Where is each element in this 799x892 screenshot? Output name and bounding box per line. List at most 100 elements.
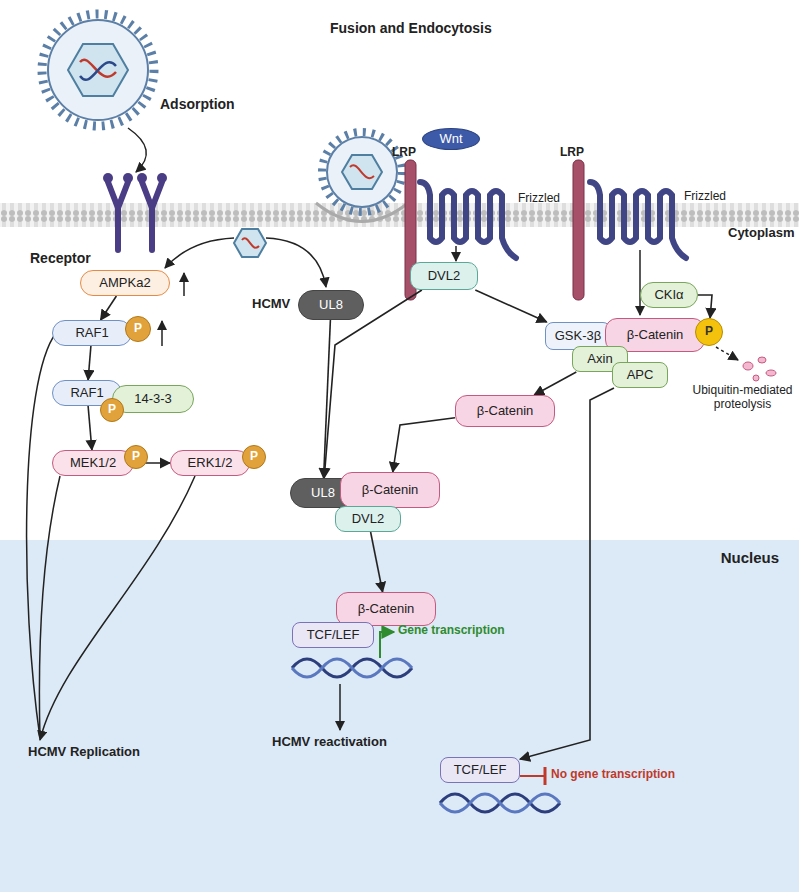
virus-spikes xyxy=(322,132,402,212)
protein-box: MEK1/2 xyxy=(52,450,134,476)
phospho-circle: P xyxy=(242,445,266,469)
frizzled-receptor xyxy=(420,182,516,258)
node-label: Wnt xyxy=(439,132,462,146)
arrow-connector xyxy=(324,320,331,478)
node-label: UL8 xyxy=(311,486,335,500)
node-label: P xyxy=(250,450,258,463)
node-label: TCF/LEF xyxy=(307,628,360,642)
node-label: 14-3-3 xyxy=(134,392,172,406)
text-label: LRP xyxy=(392,146,416,160)
arrow-connector xyxy=(88,406,92,450)
increase-arrow xyxy=(161,321,163,346)
nucleus-band: Nucleus β-CateninTCF/LEF TCF/LEF xyxy=(0,540,799,892)
viral-dna xyxy=(242,238,259,248)
viral-dna xyxy=(80,62,116,79)
viral-protein-box: UL8 xyxy=(298,290,364,320)
protein-box: β-Catenin xyxy=(455,395,555,427)
node-label: RAF1 xyxy=(75,326,108,340)
viral-dna xyxy=(350,165,374,178)
protein-box: 14-3-3 xyxy=(112,385,194,413)
receptor-bead xyxy=(137,173,147,183)
inhibition-bar xyxy=(544,767,547,785)
node-label: P xyxy=(134,322,142,335)
protein-fragment xyxy=(753,375,759,381)
protein-fragment xyxy=(766,370,776,376)
adsorption-arrow xyxy=(128,128,146,172)
transcription-factor-box: TCF/LEF xyxy=(292,622,374,648)
node-label: CKIα xyxy=(654,288,683,302)
node-label: β-Catenin xyxy=(477,404,534,418)
node-label: RAF1 xyxy=(70,386,103,400)
virus-envelope xyxy=(327,137,397,207)
degradation-arrow xyxy=(716,347,738,360)
inhibition-line xyxy=(520,775,545,777)
virus-capsid xyxy=(342,155,382,189)
text-label: Cytoplasm xyxy=(728,226,794,241)
receptor-bead xyxy=(103,173,113,183)
arrow-connector xyxy=(88,346,91,380)
node-label: AMPKa2 xyxy=(99,276,150,290)
protein-fragment xyxy=(758,357,766,363)
text-label: HCMV xyxy=(252,297,290,312)
protein-box: DVL2 xyxy=(410,262,478,290)
text-label: Frizzled xyxy=(684,190,726,204)
virus-envelope xyxy=(48,20,148,120)
arrow-connector xyxy=(475,290,546,322)
phospho-circle: P xyxy=(100,398,124,422)
transcription-factor-box: TCF/LEF xyxy=(440,757,520,783)
protein-box: RAF1 xyxy=(52,320,132,346)
node-label: UL8 xyxy=(319,298,343,312)
text-label: Gene transcription xyxy=(398,624,505,638)
node-label: P xyxy=(705,325,713,338)
protein-fragment xyxy=(743,362,753,370)
signal-arrow xyxy=(639,250,641,315)
text-label: Frizzled xyxy=(518,192,560,206)
node-label: β-Catenin xyxy=(362,483,419,497)
protein-box: β-Catenin xyxy=(336,592,436,626)
protein-box: APC xyxy=(612,362,668,388)
region-label: Nucleus xyxy=(721,550,779,567)
frizzled-receptor xyxy=(590,182,686,258)
text-label: HCMV Replication xyxy=(28,745,140,760)
virus-spikes xyxy=(42,14,154,126)
node-label: β-Catenin xyxy=(358,602,415,616)
protein-box: ERK1/2 xyxy=(170,450,250,476)
phospho-circle: P xyxy=(125,316,151,342)
text-label: Adsorption xyxy=(160,96,235,112)
text-label: Ubiquitin-mediated proteolysis xyxy=(690,384,795,412)
protein-box: DVL2 xyxy=(335,506,401,532)
capsid-arrow xyxy=(266,238,326,287)
increase-arrow xyxy=(183,273,185,296)
phospho-circle: P xyxy=(695,318,723,346)
ligand-oval: Wnt xyxy=(422,128,480,150)
arrow-connector xyxy=(698,295,712,318)
lrp-receptor xyxy=(573,160,584,300)
node-label: DVL2 xyxy=(428,269,461,283)
virus-capsid xyxy=(68,44,128,96)
text-label: LRP xyxy=(560,146,584,160)
capsid-arrow xyxy=(165,238,234,268)
receptor-bead xyxy=(123,173,133,183)
signal-arrow xyxy=(455,246,457,261)
node-label: ERK1/2 xyxy=(188,456,233,470)
phospho-circle: P xyxy=(124,445,148,469)
node-label: P xyxy=(108,403,116,416)
arrow-connector xyxy=(534,372,576,395)
text-label: Receptor xyxy=(30,250,91,266)
node-label: APC xyxy=(627,368,654,382)
released-capsid xyxy=(234,229,266,257)
text-label: No gene transcription xyxy=(551,768,675,782)
protein-box: AMPKa2 xyxy=(80,270,170,296)
node-label: GSK-3β xyxy=(555,329,602,343)
node-label: TCF/LEF xyxy=(454,763,507,777)
protein-box: β-Catenin xyxy=(340,472,440,508)
arrow-connector xyxy=(101,296,117,320)
node-label: MEK1/2 xyxy=(70,456,116,470)
kinase-box: CKIα xyxy=(640,282,698,308)
node-label: DVL2 xyxy=(352,512,385,526)
node-label: Axin xyxy=(587,352,612,366)
outcome-arrow xyxy=(339,684,341,730)
receptor-symbol xyxy=(108,182,162,250)
text-label: HCMV reactivation xyxy=(272,735,387,750)
